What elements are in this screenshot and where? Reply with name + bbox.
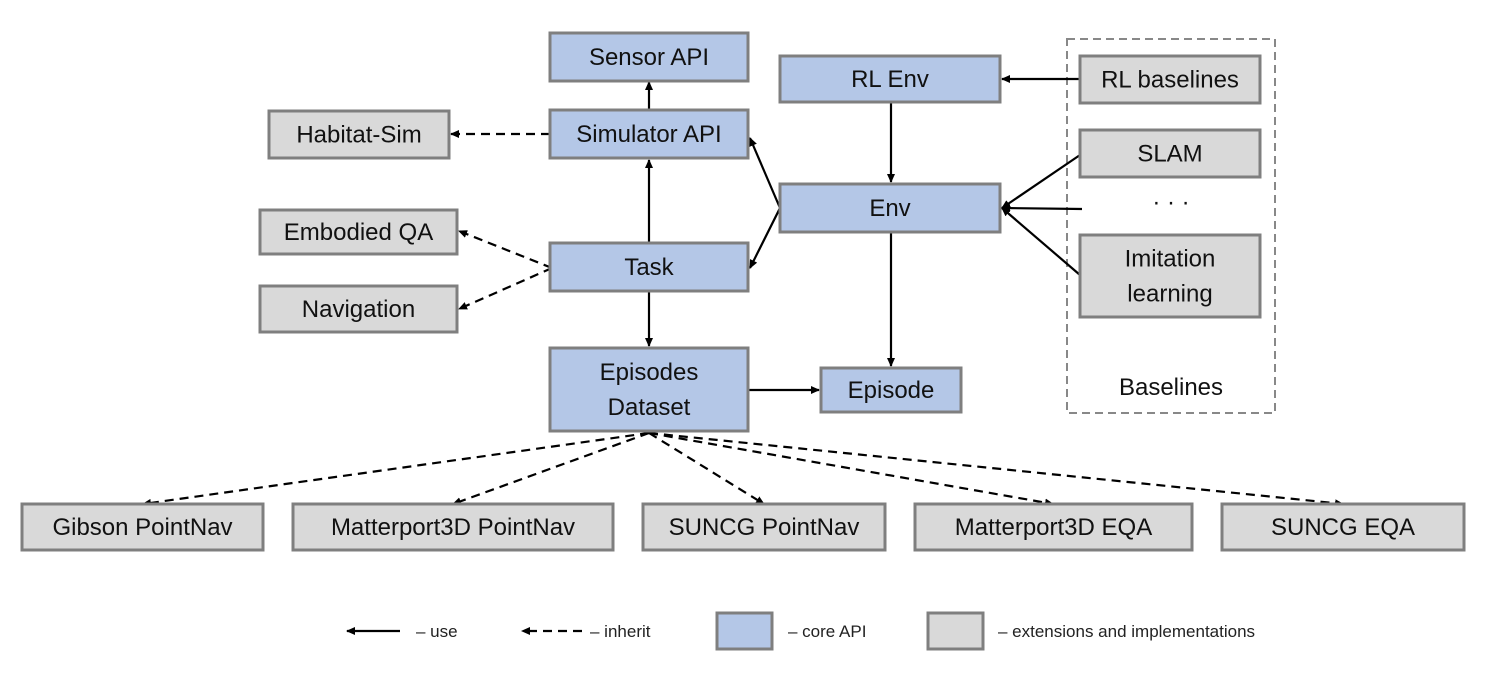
node-episodes-dataset-label: Episodes (600, 359, 699, 386)
edge-ellipsis-to-env (1001, 204, 1083, 213)
node-sensor-api-label: Sensor API (589, 44, 709, 71)
legend-ext-swatch (926, 611, 985, 651)
edge-episodes-dataset-to-matterport3d-eqa (648, 431, 1054, 507)
legend-use-label: – use (416, 622, 458, 641)
node-imitation-learning-label: Imitation (1125, 246, 1216, 273)
node-env: Env (778, 182, 1002, 234)
node-navigation-box (258, 284, 459, 334)
node-slam-label: SLAM (1137, 141, 1202, 168)
node-matterport3d-eqa: Matterport3D EQA (913, 502, 1194, 552)
node-gibson-pointnav-label: Gibson PointNav (52, 514, 232, 541)
node-episode-label: Episode (848, 377, 935, 404)
edge-episodes-dataset-to-suncg-eqa (648, 431, 1344, 508)
node-sensor-api: Sensor API (548, 31, 750, 83)
node-task-label: Task (624, 254, 674, 281)
node-navigation-label: Navigation (302, 296, 415, 323)
legend-use: – use (346, 622, 458, 641)
legend-ext-label: – extensions and implementations (998, 622, 1255, 641)
legend-inherit: – inherit (521, 622, 651, 641)
node-imitation-learning-label: learning (1127, 281, 1212, 308)
edge-task-to-navigation (458, 266, 553, 311)
legend-ext: – extensions and implementations (926, 611, 1255, 651)
edge-imitation-learning-to-env (1001, 207, 1081, 276)
node-gibson-pointnav: Gibson PointNav (20, 502, 265, 552)
node-matterport3d-eqa-box (913, 502, 1194, 552)
edge-env-to-task (749, 207, 781, 269)
node-simulator-api: Simulator API (548, 108, 750, 160)
node-simulator-api-label: Simulator API (576, 121, 721, 148)
node-navigation: Navigation (258, 284, 459, 334)
node-suncg-eqa-label: SUNCG EQA (1271, 514, 1415, 541)
edge-slam-to-env (1001, 154, 1081, 209)
node-rl-env: RL Env (778, 54, 1002, 104)
node-suncg-eqa: SUNCG EQA (1220, 502, 1466, 552)
node-episode: Episode (819, 366, 963, 414)
node-env-label: Env (869, 195, 910, 222)
edge-env-to-simulator-api (748, 137, 782, 209)
node-matterport3d-eqa-label: Matterport3D EQA (955, 514, 1152, 541)
node-suncg-eqa-box (1220, 502, 1466, 552)
node-rl-baselines-label: RL baselines (1101, 67, 1239, 94)
node-episodes-dataset-box (548, 346, 750, 433)
node-episode-box (819, 366, 963, 414)
baselines-group-border (1066, 38, 1276, 414)
node-gibson-pointnav-box (20, 502, 265, 552)
node-suncg-pointnav-box (641, 502, 887, 552)
baselines-group-label: Baselines (1119, 374, 1223, 401)
node-rl-baselines: RL baselines (1078, 54, 1262, 105)
node-matterport3d-pointnav-box (291, 502, 615, 552)
node-suncg-pointnav: SUNCG PointNav (641, 502, 887, 552)
legend-core-swatch (715, 611, 774, 651)
baselines-group: Baselines · · · (1066, 38, 1276, 414)
node-task: Task (548, 241, 750, 293)
node-habitat-sim-label: Habitat-Sim (296, 122, 421, 149)
node-rl-baselines-box (1078, 54, 1262, 105)
node-env-box (778, 182, 1002, 234)
node-embodied-qa-box (258, 208, 459, 256)
node-simulator-api-box (548, 108, 750, 160)
node-sensor-api-box (548, 31, 750, 83)
node-imitation-learning: Imitation learning (1078, 233, 1262, 319)
edge-episodes-dataset-to-matterport3d-pointnav (452, 431, 650, 506)
node-slam-box (1078, 128, 1262, 179)
node-matterport3d-pointnav: Matterport3D PointNav (291, 502, 615, 552)
node-habitat-sim: Habitat-Sim (267, 109, 451, 160)
node-matterport3d-pointnav-label: Matterport3D PointNav (331, 514, 575, 541)
edge-episodes-dataset-to-gibson-pointnav (142, 431, 650, 507)
node-task-box (548, 241, 750, 293)
edge-task-to-embodied-qa (458, 229, 553, 270)
legend-core-label: – core API (788, 622, 866, 641)
legend-inherit-label: – inherit (590, 622, 651, 641)
node-suncg-pointnav-label: SUNCG PointNav (669, 514, 860, 541)
baselines-ellipsis: · · · (1152, 189, 1189, 216)
node-embodied-qa-label: Embodied QA (284, 219, 433, 246)
node-episodes-dataset-label: Dataset (608, 394, 691, 421)
edge-episodes-dataset-to-suncg-pointnav (648, 432, 765, 505)
node-habitat-sim-box (267, 109, 451, 160)
node-rl-env-label: RL Env (851, 66, 929, 93)
legend-core: – core API (715, 611, 866, 651)
node-slam: SLAM (1078, 128, 1262, 179)
node-imitation-learning-box (1078, 233, 1262, 319)
node-embodied-qa: Embodied QA (258, 208, 459, 256)
node-rl-env-box (778, 54, 1002, 104)
